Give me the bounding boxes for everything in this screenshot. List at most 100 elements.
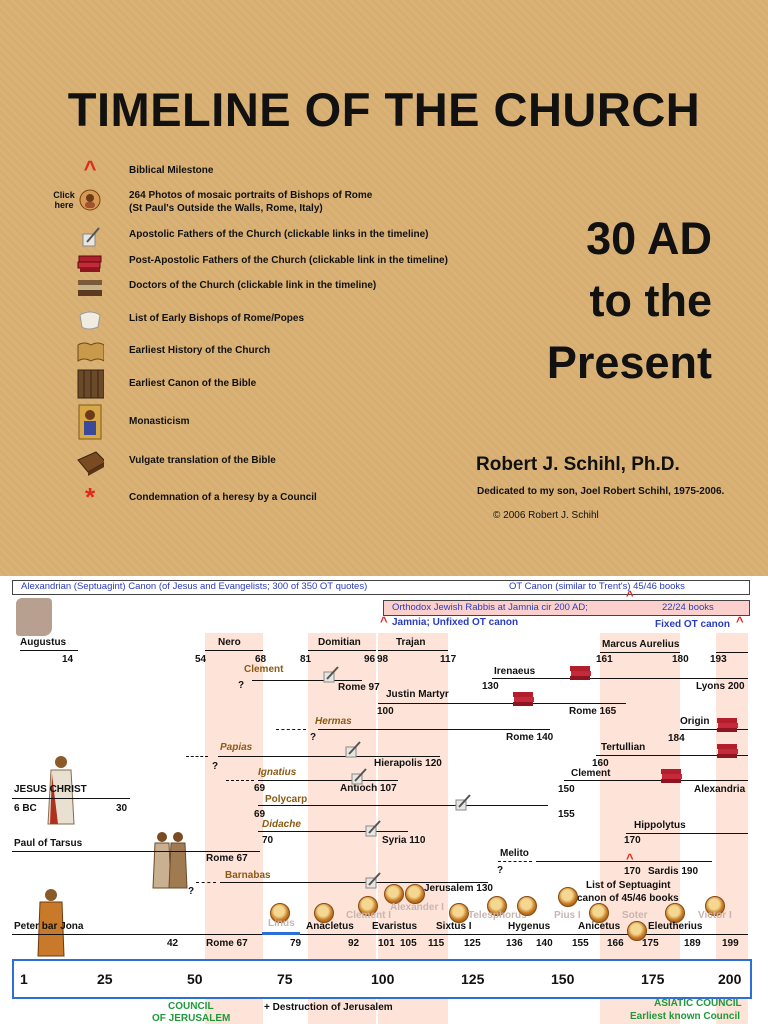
mosaic-portrait-icon[interactable]	[384, 884, 404, 904]
red-books-icon[interactable]	[660, 767, 684, 785]
quill-icon[interactable]	[322, 666, 340, 684]
reign-line	[205, 650, 263, 651]
quill-icon[interactable]	[454, 794, 472, 812]
quill-icon[interactable]	[350, 768, 368, 786]
jesus-figure	[47, 756, 75, 825]
pope-name: Clement I	[346, 910, 392, 921]
red-books-icon	[76, 250, 104, 276]
pope-name: Telesphorus	[468, 910, 527, 921]
pope-year: 189	[684, 938, 701, 949]
caret-icon: ^	[83, 156, 97, 181]
band-marcus-aurelius	[600, 633, 680, 1024]
quill-icon[interactable]	[344, 741, 362, 759]
mosaic-portrait-icon[interactable]	[449, 903, 469, 923]
reign-line	[308, 650, 376, 651]
asterisk-icon: *	[84, 481, 96, 512]
mosaic-portrait-icon[interactable]	[558, 887, 578, 907]
red-books-icon[interactable]	[716, 716, 740, 734]
quill-icon[interactable]	[364, 872, 382, 890]
mosaic-portrait-icon[interactable]	[589, 903, 609, 923]
band-later	[716, 633, 748, 1024]
pope-year: 175	[642, 938, 659, 949]
band-trajan	[378, 633, 448, 1024]
linus-segment	[262, 932, 300, 935]
caret-icon: ^	[736, 614, 744, 629]
legend-heresy-condemnation: * Condemnation of a heresy by a Council	[40, 481, 480, 516]
apostles-figure	[152, 832, 188, 889]
legend-vulgate: Vulgate translation of the Bible	[40, 448, 480, 478]
band-nero	[205, 633, 263, 1024]
click-here-label[interactable]: Click here	[53, 190, 75, 210]
mosaic-portrait-icon[interactable]	[314, 903, 334, 923]
quill-icon[interactable]	[364, 820, 382, 838]
pope-year: 125	[464, 938, 481, 949]
author: Robert J. Schihl, Ph.D.	[476, 454, 680, 475]
axis-tick-label: 100	[371, 971, 395, 987]
mosaic-portrait-icon[interactable]	[76, 187, 104, 213]
reign-line	[378, 650, 448, 651]
reign-line	[20, 650, 78, 651]
legend-apostolic-fathers: Apostolic Fathers of the Church (clickab…	[40, 224, 480, 254]
pope-year: 136	[506, 938, 523, 949]
icon-painting-icon	[76, 404, 104, 440]
pope-year: 155	[572, 938, 589, 949]
reign-line	[600, 652, 680, 653]
mosaic-portrait-icon[interactable]	[627, 921, 647, 941]
caret-icon: ^	[626, 851, 634, 866]
mosaic-portrait-icon[interactable]	[665, 903, 685, 923]
pope-year: 166	[607, 938, 624, 949]
legend-mosaic-portraits[interactable]: 264 Photos of mosaic portraits of Bishop…	[40, 186, 480, 216]
red-books-icon[interactable]	[569, 664, 593, 682]
pope-name: Anacletus	[306, 921, 354, 932]
pope-year: 101	[378, 938, 395, 949]
book-stack-icon	[76, 275, 104, 301]
date-range-title: 30 AD to the Present	[546, 213, 712, 388]
mosaic-portrait-icon[interactable]	[405, 884, 425, 904]
axis-tick-label: 50	[187, 971, 203, 987]
pope-name: Sixtus I	[436, 921, 472, 932]
legend-earliest-canon: Earliest Canon of the Bible	[40, 368, 480, 400]
mosaic-portrait-icon[interactable]	[517, 896, 537, 916]
red-books-icon[interactable]	[512, 690, 536, 708]
peter-figure	[37, 889, 65, 957]
pope-name: Linus	[268, 918, 295, 929]
jamnia-bar: Orthodox Jewish Rabbis at Jamnia cir 200…	[383, 600, 750, 616]
axis-tick-label: 200	[718, 971, 742, 987]
vulgate-book-icon	[76, 448, 104, 478]
page-title: TIMELINE OF THE CHURCH	[67, 83, 701, 136]
title-slide: TIMELINE OF THE CHURCH Click here ^ Bibl…	[0, 0, 768, 576]
caret-icon: ^	[380, 614, 388, 629]
axis-tick-label: 1	[20, 971, 28, 987]
caret-icon: ^	[626, 588, 634, 603]
codex-icon	[76, 368, 104, 400]
red-books-icon[interactable]	[716, 742, 740, 760]
pope-year: 140	[536, 938, 553, 949]
pope-year: 199	[722, 938, 739, 949]
mosaic-portrait-icon[interactable]	[270, 903, 290, 923]
band-domitian	[308, 633, 376, 1024]
mosaic-portrait-icon[interactable]	[487, 896, 507, 916]
pope-name: Pius I	[554, 910, 581, 921]
mosaic-portrait-icon[interactable]	[358, 896, 378, 916]
copyright: © 2006 Robert J. Schihl	[493, 510, 599, 521]
legend-bishops-list: List of Early Bishops of Rome/Popes	[40, 307, 480, 337]
reign-line	[716, 652, 748, 653]
year-axis: 1 25 50 75 100 125 150 175 200	[12, 959, 752, 999]
pope-name: Alexander I	[390, 902, 444, 913]
pope-name: Eleutherius	[648, 921, 703, 932]
pope-name: Hygenus	[508, 921, 551, 932]
axis-tick-label: 150	[551, 971, 575, 987]
canon-bar: Alexandrian (Septuagint) Canon (of Jesus…	[12, 580, 750, 595]
axis-tick-label: 175	[641, 971, 665, 987]
pope-name: Soter	[622, 910, 648, 921]
legend-monasticism: Monasticism	[40, 404, 480, 440]
timeline-slide: Alexandrian (Septuagint) Canon (of Jesus…	[0, 576, 768, 1024]
axis-tick-label: 125	[461, 971, 485, 987]
mosaic-portrait-icon[interactable]	[705, 896, 725, 916]
legend-post-apostolic: Post-Apostolic Fathers of the Church (cl…	[40, 250, 480, 280]
scroll-icon	[76, 307, 104, 333]
axis-tick-label: 75	[277, 971, 293, 987]
dedication: Dedicated to my son, Joel Robert Schihl,…	[477, 486, 725, 497]
quill-icon	[76, 224, 104, 250]
pope-name: Victor I	[698, 910, 732, 921]
